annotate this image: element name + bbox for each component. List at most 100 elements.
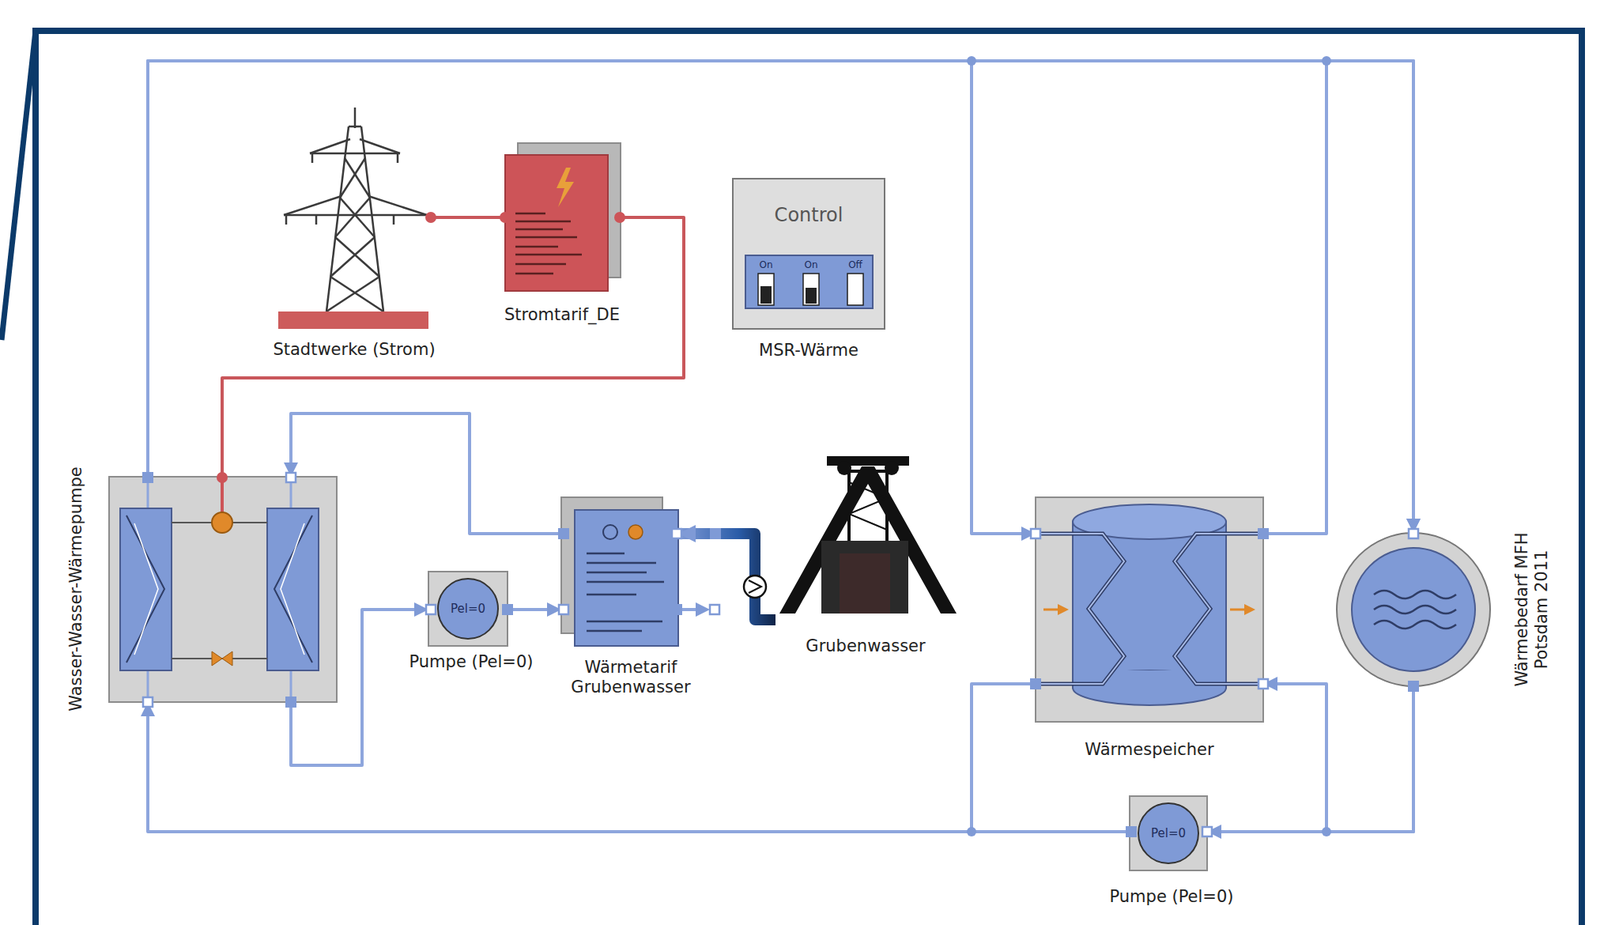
junction-dot xyxy=(966,56,977,66)
heat-pipe xyxy=(147,701,1130,832)
pump-box: Pel=0Pumpe (Pel=0) xyxy=(428,571,508,646)
junction-dot xyxy=(1321,826,1332,837)
heat-pipe xyxy=(1263,683,1414,832)
control-panel xyxy=(732,178,885,329)
heat-pump-symbol xyxy=(274,515,313,663)
filled-port xyxy=(501,603,514,616)
heat-tariff-document xyxy=(586,630,642,633)
heat-pipe xyxy=(290,413,562,534)
heat-tariff-document xyxy=(586,593,637,597)
tariff-document xyxy=(515,272,554,276)
pipe-pump xyxy=(748,580,762,593)
node-label: Wärmetarif Grubenwasser xyxy=(551,657,710,698)
storage-tank xyxy=(1035,533,1125,684)
open-port xyxy=(558,604,569,615)
node-label: MSR-Wärme xyxy=(758,340,859,361)
storage-tank xyxy=(1035,497,1264,722)
heat-pump-symbol xyxy=(120,508,172,671)
power-pylon xyxy=(392,215,396,225)
power-pylon xyxy=(359,139,400,154)
power-pylon xyxy=(278,107,429,329)
pipe-pump xyxy=(743,575,767,598)
mine-headframe xyxy=(821,540,909,614)
node-title: Pel=0 xyxy=(450,601,486,616)
heat-pipe xyxy=(147,60,1036,534)
power-pylon xyxy=(315,215,318,225)
control-panel xyxy=(745,255,873,309)
filled-port xyxy=(709,528,721,540)
pump-symbol xyxy=(1138,803,1199,864)
heat-tariff-document xyxy=(586,581,665,584)
heat-pipe xyxy=(1263,60,1414,534)
node-label: Stadtwerke (Strom) xyxy=(272,339,435,360)
filled-port xyxy=(142,471,154,484)
tariff-document xyxy=(515,213,582,274)
filled-port xyxy=(1125,826,1137,838)
open-port xyxy=(1408,528,1419,539)
storage-tank xyxy=(1043,608,1060,612)
tariff-document xyxy=(515,236,578,239)
tariff-document xyxy=(515,212,546,216)
node-label: Stromtarif_DE xyxy=(504,305,620,325)
pump-symbol xyxy=(1129,796,1208,871)
heat-tariff-document xyxy=(574,509,679,646)
power-pylon xyxy=(326,276,380,312)
storage-tank xyxy=(1057,603,1069,616)
storage-tank xyxy=(1035,533,1125,684)
storage-tank xyxy=(1072,670,1227,706)
node-label: Pumpe (Pel=0) xyxy=(409,652,534,672)
tariff-box: Wärmetarif Grubenwasser xyxy=(561,497,679,646)
node-label: Wasser-Wasser-Wärmepumpe xyxy=(66,466,87,712)
node-title: Pel=0 xyxy=(1150,826,1186,841)
control-panel xyxy=(760,286,772,304)
switch-label: On xyxy=(758,259,773,271)
heat-demand-symbol xyxy=(1373,590,1457,599)
power-pylon xyxy=(335,197,370,238)
mine-headframe xyxy=(779,466,957,614)
tariff-box: Stromtarif_DE xyxy=(505,143,621,291)
heat-tariff-document xyxy=(586,552,625,555)
node-label: Grubenwasser xyxy=(805,636,925,657)
power-pylon xyxy=(311,153,314,163)
storage-tank xyxy=(1174,533,1264,684)
mine-headframe xyxy=(839,553,891,614)
pump-symbol xyxy=(437,578,499,639)
filled-port xyxy=(671,603,683,616)
heat-demand-symbol xyxy=(1351,547,1476,672)
tariff-document xyxy=(505,154,608,291)
heat-pump-box: Wasser-Wasser-Wärmepumpe xyxy=(109,476,337,702)
power-pylon xyxy=(309,139,351,154)
power-pylon xyxy=(339,158,366,198)
mine-headframe xyxy=(849,482,887,530)
demand-circle: Wärmebedarf MFH Potsdam 2011 xyxy=(1336,532,1491,687)
heat-tariff-document xyxy=(561,497,679,646)
heat-pipe xyxy=(1207,686,1414,832)
frame xyxy=(1,30,36,340)
heat-tariff-document xyxy=(586,562,657,565)
heat-pump-symbol xyxy=(109,476,337,702)
heat-demand-symbol xyxy=(1373,620,1457,629)
mine-water-pipe xyxy=(678,533,776,620)
power-pylon xyxy=(396,153,400,163)
outlet-arrow xyxy=(695,602,710,617)
outlet-arrow xyxy=(678,602,710,617)
power-pylon xyxy=(283,214,427,217)
heat-tariff-document xyxy=(586,553,665,631)
heat-pump-symbol xyxy=(134,523,159,655)
power-terminal xyxy=(499,211,511,223)
open-port xyxy=(671,528,682,539)
filled-port xyxy=(558,528,570,540)
switch-label: Off xyxy=(848,259,863,271)
tariff-document xyxy=(515,228,563,231)
storage-tank xyxy=(1035,497,1264,722)
storage-tank xyxy=(1174,533,1264,684)
open-port xyxy=(426,604,436,615)
power-line xyxy=(428,215,506,219)
open-port xyxy=(143,472,1419,837)
node-label: Wärmespeicher xyxy=(1084,739,1214,760)
control-panel xyxy=(847,273,864,306)
heat-pipe xyxy=(147,60,1414,533)
junction-dot xyxy=(966,56,1332,837)
filled-port xyxy=(1030,678,1042,690)
